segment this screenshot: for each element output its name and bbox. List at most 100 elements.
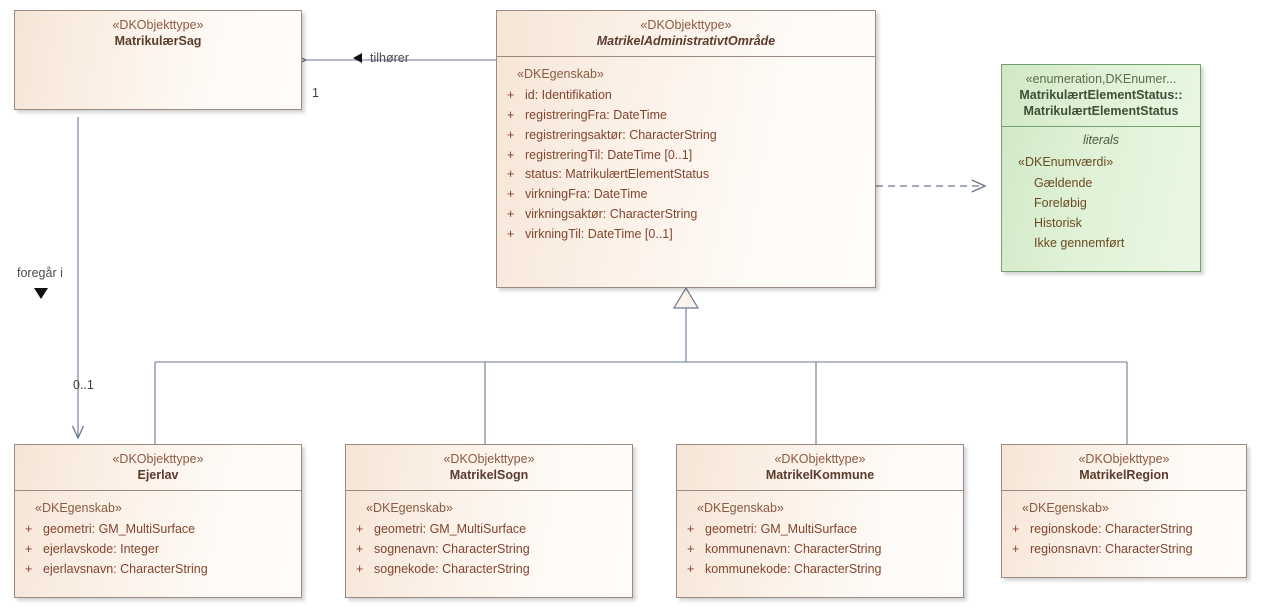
class-divider [346,490,632,491]
generalization-triangle [672,286,700,309]
class-attribute-compartment: «DKEgenskab» + geometri: GM_MultiSurface… [346,491,632,588]
attribute-text: status: MatrikulærtElementStatus [525,167,710,182]
class-ejerlav[interactable]: «DKObjekttype» Ejerlav «DKEgenskab» + ge… [14,444,302,598]
class-divider [15,490,301,491]
direction-marker-tilhoerer-icon [353,53,362,63]
enum-name-line2: MatrikulærtElementStatus [1023,104,1179,118]
class-stereotype: «DKObjekttype» [774,452,866,466]
attribute-row: + kommunenavn: CharacterString [683,540,957,560]
attribute-visibility: + [507,187,515,202]
attribute-row: + ejerlavskode: Integer [21,540,295,560]
attribute-visibility: + [25,522,33,537]
attribute-visibility: + [687,542,695,557]
attribute-visibility: + [356,561,364,576]
attribute-row: + virkningFra: DateTime [503,185,869,205]
class-divider [497,56,875,57]
attribute-text: geometri: GM_MultiSurface [374,522,527,537]
attribute-row: + regionsnavn: CharacterString [1008,540,1240,560]
enum-literal-compartment: literals «DKEnumværdi» Gældende Foreløbi… [1002,127,1200,261]
enum-literal: Ikke gennemført [1034,235,1125,250]
enum-divider [1002,126,1200,127]
multiplicity-tilhoerer-source: 1 [312,86,319,100]
attribute-row: + ejerlavsnavn: CharacterString [21,560,295,580]
class-stereotype: «DKObjekttype» [640,18,732,32]
attribute-text: virkningFra: DateTime [525,187,648,202]
attribute-text: virkningTil: DateTime [0..1] [525,226,673,241]
attribute-visibility: + [507,108,515,123]
class-header: «DKObjekttype» MatrikulærSag [15,11,301,56]
class-stereotype: «DKObjekttype» [112,452,204,466]
class-attribute-compartment: «DKEgenskab» + geometri: GM_MultiSurface… [15,491,301,588]
attribute-text: kommunenavn: CharacterString [705,542,882,557]
edge-label-tilhoerer: tilhører [370,51,409,65]
attribute-row: + kommunekode: CharacterString [683,560,957,580]
attribute-group-label: «DKEgenskab» [1022,501,1109,515]
class-name: MatrikelSogn [449,468,529,482]
attribute-text: ejerlavsnavn: CharacterString [43,561,208,576]
attribute-visibility: + [507,88,515,103]
class-name: MatrikelKommune [765,468,875,482]
class-header: «DKObjekttype» MatrikelAdministrativtOmr… [497,11,875,56]
attribute-text: sognekode: CharacterString [374,561,530,576]
class-header: «DKObjekttype» Ejerlav [15,445,301,490]
class-matrikelsogn[interactable]: «DKObjekttype» MatrikelSogn «DKEgenskab»… [345,444,633,598]
class-name: MatrikelRegion [1079,468,1169,482]
class-stereotype: «DKObjekttype» [443,452,535,466]
attribute-row: + regionskode: CharacterString [1008,520,1240,540]
attribute-visibility: + [1012,522,1020,537]
class-matrikelkommune[interactable]: «DKObjekttype» MatrikelKommune «DKEgensk… [676,444,964,598]
enum-literal: Foreløbig [1034,196,1087,211]
class-attribute-compartment: «DKEgenskab» + id: Identifikation + regi… [497,57,875,252]
attribute-row: + registreringTil: DateTime [0..1] [503,146,869,166]
attribute-row: + id: Identifikation [503,86,869,106]
class-header: «DKObjekttype» MatrikelRegion [1002,445,1246,490]
attribute-visibility: + [507,127,515,142]
attribute-visibility: + [687,522,695,537]
attribute-text: registreringFra: DateTime [525,108,667,123]
attribute-text: id: Identifikation [525,88,612,103]
enum-stereotype: «enumeration,DKEnumer... [1025,72,1177,86]
class-name: MatrikulærSag [114,34,202,48]
connector-generalization-tree [154,286,1128,444]
class-divider [1002,490,1246,491]
attribute-group-label: «DKEgenskab» [366,501,453,515]
edge-label-foregaar-i: foregår i [17,266,63,280]
attribute-text: sognenavn: CharacterString [374,542,530,557]
class-attribute-compartment: «DKEgenskab» + geometri: GM_MultiSurface… [677,491,963,588]
attribute-visibility: + [25,542,33,557]
attribute-row: + virkningTil: DateTime [0..1] [503,225,869,245]
class-matrikulaersag[interactable]: «DKObjekttype» MatrikulærSag [14,10,302,110]
class-matrikelregion[interactable]: «DKObjekttype» MatrikelRegion «DKEgenska… [1001,444,1247,578]
attribute-text: geometri: GM_MultiSurface [43,522,196,537]
attribute-visibility: + [25,561,33,576]
class-header: «DKObjekttype» MatrikelSogn [346,445,632,490]
multiplicity-foregaar-i-target: 0..1 [73,378,94,392]
attribute-text: ejerlavskode: Integer [43,542,160,557]
attribute-visibility: + [507,226,515,241]
attribute-row: + geometri: GM_MultiSurface [683,520,957,540]
attribute-visibility: + [507,206,515,221]
enum-name-line1: MatrikulærtElementStatus:: [1019,88,1183,102]
class-stereotype: «DKObjekttype» [1078,452,1170,466]
enumeration-matrikulaertelementstatus[interactable]: «enumeration,DKEnumer... MatrikulærtElem… [1001,64,1201,272]
class-name: Ejerlav [137,468,179,482]
class-matrikeladministrativtomraade[interactable]: «DKObjekttype» MatrikelAdministrativtOmr… [496,10,876,288]
enum-group-label: «DKEnumværdi» [1018,155,1114,169]
connector-dependency [861,176,987,196]
class-name: MatrikelAdministrativtOmråde [596,34,776,48]
attribute-visibility: + [356,542,364,557]
enum-literals-label: literals [1082,133,1120,147]
class-divider [677,490,963,491]
attribute-row: + registreringsaktør: CharacterString [503,126,869,146]
attribute-row: + registreringFra: DateTime [503,106,869,126]
attribute-row: + geometri: GM_MultiSurface [21,520,295,540]
attribute-text: regionsnavn: CharacterString [1030,542,1193,557]
attribute-row: + status: MatrikulærtElementStatus [503,165,869,185]
attribute-row: + sognekode: CharacterString [352,560,626,580]
attribute-text: regionskode: CharacterString [1030,522,1193,537]
attribute-visibility: + [507,167,515,182]
attribute-visibility: + [1012,542,1020,557]
attribute-group-label: «DKEgenskab» [35,501,122,515]
class-header: «DKObjekttype» MatrikelKommune [677,445,963,490]
